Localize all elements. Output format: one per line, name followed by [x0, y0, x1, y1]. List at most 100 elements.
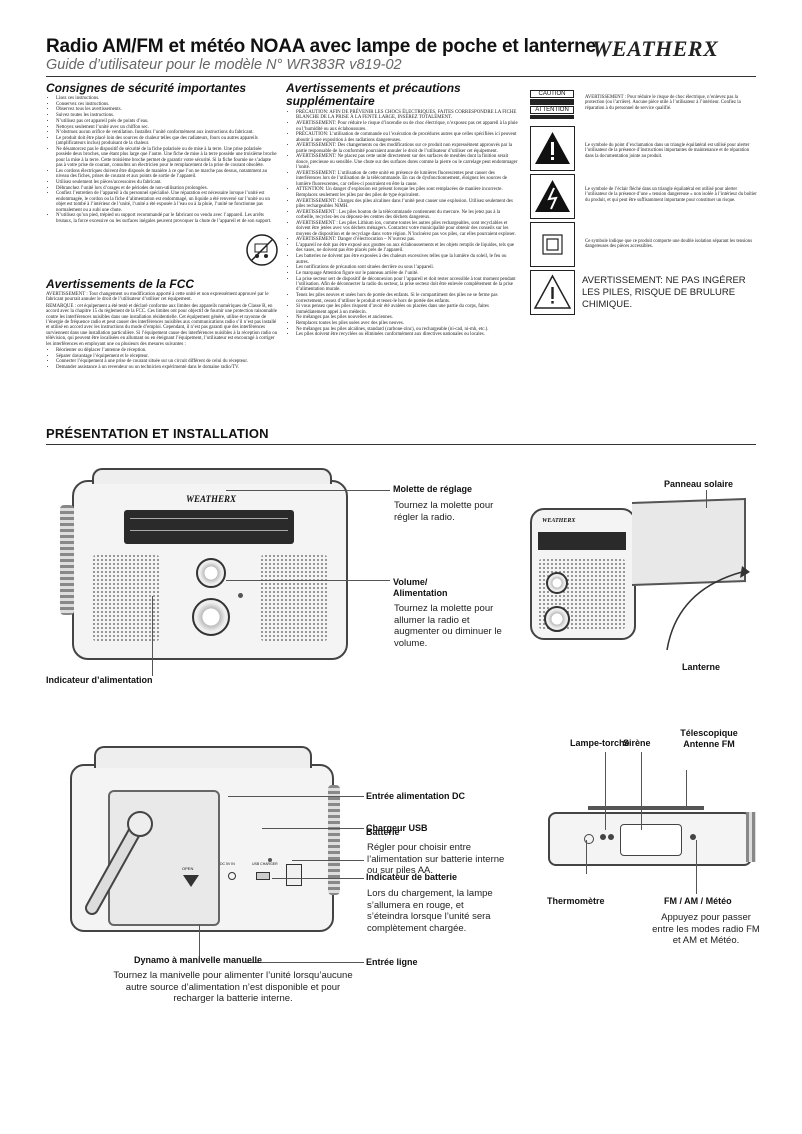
double-insulation-description: Ce symbole indique que ce produit compor…: [585, 239, 753, 250]
caution-description: AVERTISSEMENT : Pour réduire le risque d…: [585, 95, 741, 111]
dc-input-callout: Entrée alimentation DC: [366, 791, 466, 801]
list-item: Ne mélangez pas les piles alcalines, sta…: [296, 327, 518, 332]
antenna-callout: Télescopique Antenne FM: [680, 728, 738, 749]
speaker-grille-left: [92, 554, 160, 642]
list-item: Ne mélangez pas les piles nouvelles et a…: [296, 315, 518, 320]
header-divider: [46, 76, 756, 77]
list-item: Si vous pensez que les piles risquent d’…: [296, 304, 518, 315]
battery-ingestion-warning: AVERTISSEMENT: NE PAS INGÉRER LES PILES,…: [582, 275, 746, 310]
hand-crank[interactable]: [78, 810, 158, 920]
list-item: Connecter l’équipement à une prise de co…: [56, 359, 278, 364]
list-item: Conservez ces instructions.: [56, 102, 278, 107]
radio-back-illustration: OPEN DC 5V IN USB CHARGER: [70, 746, 334, 932]
side-radio-knob: [546, 572, 568, 594]
dc-input-port[interactable]: [228, 872, 236, 880]
radio-brand-label: WEATHERX: [186, 494, 237, 504]
list-item: Les notifications de précaution sont sit…: [296, 265, 518, 270]
siren-leader: [641, 752, 642, 830]
list-item: Le marquage Attention figure sur le pann…: [296, 271, 518, 276]
speaker-grille-right: [260, 554, 328, 642]
double-insulation-icon: [530, 222, 575, 267]
brand-logo-text: WEATHERX: [592, 36, 719, 61]
volume-callout-title: Volume/ Alimentation: [393, 577, 448, 598]
list-item: N’obstruez aucun orifice de ventilation.…: [56, 130, 278, 135]
line-in-callout: Entrée ligne: [366, 957, 418, 967]
battery-indicator-leader: [272, 878, 364, 879]
list-item: Les cordons électriques doivent être dis…: [56, 169, 278, 180]
list-item: PRÉCAUTION: AFIN DE PRÉVENIR LES CHOCS É…: [296, 110, 518, 121]
band-button[interactable]: [690, 834, 696, 840]
top-center-panel: [620, 824, 682, 856]
radio-handle: [92, 468, 332, 484]
list-item: Remplacez toutes les piles usées avec de…: [296, 321, 518, 326]
flashlight-leader: [605, 752, 606, 830]
power-indicator-callout: Indicateur d’alimentation: [46, 675, 153, 685]
list-item: Confiez l’entretien de l’appareil à du p…: [56, 191, 278, 213]
list-item: L’appareil ne doit pas être exposé aux g…: [296, 243, 518, 254]
radio-dial-display: [124, 510, 294, 544]
usb-port[interactable]: [256, 872, 270, 880]
tuning-leader: [226, 490, 390, 491]
power-indicator-leader: [152, 596, 153, 676]
crank-callout-title: Dynamo à manivelle manuelle: [134, 955, 263, 965]
battery-indicator-callout-title: Indicateur de batterie: [366, 872, 458, 882]
crank-leader: [199, 924, 200, 958]
safety-list: Lisez ces instructions.Conservez ces ins…: [46, 96, 278, 225]
dc-input-leader: [228, 796, 364, 797]
list-item: AVERTISSEMENT: Des changements ou des mo…: [296, 143, 518, 154]
solar-leader: [706, 490, 707, 508]
list-item: ATTENTION: Un danger d’explosion est pré…: [296, 187, 518, 198]
top-side-crank: [746, 812, 756, 862]
fcc-heading: Avertissements de la FCC: [46, 277, 195, 291]
dc-input-label: DC 5V IN: [220, 862, 235, 866]
list-item: Ne désamorcez pas le dispositif de sécur…: [56, 147, 278, 169]
tuning-callout-title: Molette de réglage: [393, 484, 473, 494]
usb-leader: [262, 828, 364, 829]
volume-leader: [226, 580, 390, 581]
siren-callout: Sirène: [623, 738, 651, 748]
list-item: Débranchez l’unité lors d’orages et de p…: [56, 186, 278, 191]
antenna-leader: [686, 770, 687, 806]
precautions-list: PRÉCAUTION: AFIN DE PRÉVENIR LES CHOCS É…: [286, 110, 518, 338]
battery-callout-title: Batterie: [366, 827, 400, 837]
radio-side-illustration: WEATHERX: [530, 508, 636, 640]
list-item: N’utilisez qu’un pied, trépied ou suppor…: [56, 213, 278, 224]
list-item: Utilisez seulement les pièces/accessoire…: [56, 180, 278, 185]
page-subtitle: Guide d’utilisateur pour le modèle N° WR…: [46, 57, 402, 73]
caution-label: CAUTION: [530, 90, 574, 98]
attention-label: ATTENTION: [530, 106, 574, 114]
battery-indicator-callout-desc: Lors du chargement, la lampe s’allumera …: [367, 888, 493, 934]
open-arrow-icon: [183, 875, 199, 887]
brand-logo: WEATHERX: [592, 36, 757, 62]
list-item: N’utilisez pas cet appareil près de poin…: [56, 119, 278, 124]
thermometer-callout: Thermomètre: [547, 896, 605, 906]
back-side-crank: [328, 785, 340, 895]
list-item: AVERTISSEMENT : Les piles bouton de la t…: [296, 210, 518, 221]
solar-panel-callout: Panneau solaire: [664, 479, 734, 489]
siren-button[interactable]: [600, 834, 606, 840]
lantern-callout: Lanterne: [682, 662, 721, 672]
attention-strip: [530, 115, 574, 119]
list-item: AVERTISSEMENT: L’utilisation de cette un…: [296, 171, 518, 187]
battery-indicator-light: [268, 858, 272, 862]
tuning-callout-desc: Tournez la molette pour régler la radio.: [394, 500, 494, 523]
side-radio-brand: WEATHERX: [542, 518, 576, 524]
volume-callout-desc: Tournez la molette pour allumer la radio…: [394, 603, 502, 649]
list-item: AVERTISSEMENT : Les piles Lithium ion, c…: [296, 221, 518, 237]
battery-switch[interactable]: [286, 864, 302, 886]
flashlight-button[interactable]: [608, 834, 614, 840]
tuning-knob[interactable]: [196, 558, 226, 588]
line-in-leader: [246, 962, 364, 963]
exclamation-description: Le symbole du point d’exclamation dans u…: [585, 143, 750, 159]
precautions-heading: Avertissements et précautions supplément…: [286, 81, 461, 108]
page-title: Radio AM/FM et météo NOAA avec lampe de …: [46, 36, 596, 57]
band-callout-title: FM / AM / Météo: [664, 896, 732, 906]
list-item: AVERTISSEMENT: Pour réduire le risque d’…: [296, 121, 518, 132]
top-antenna-bar: [588, 806, 704, 810]
volume-knob[interactable]: [192, 598, 230, 636]
list-item: AVERTISSEMENT: Chargez des piles alcalin…: [296, 199, 518, 210]
caution-bolt-strip: [530, 99, 574, 105]
battery-callout-desc: Régler pour choisir entre l’alimentation…: [367, 842, 505, 876]
lantern-arrow-icon: [666, 566, 750, 651]
list-item: Lisez ces instructions.: [56, 96, 278, 101]
